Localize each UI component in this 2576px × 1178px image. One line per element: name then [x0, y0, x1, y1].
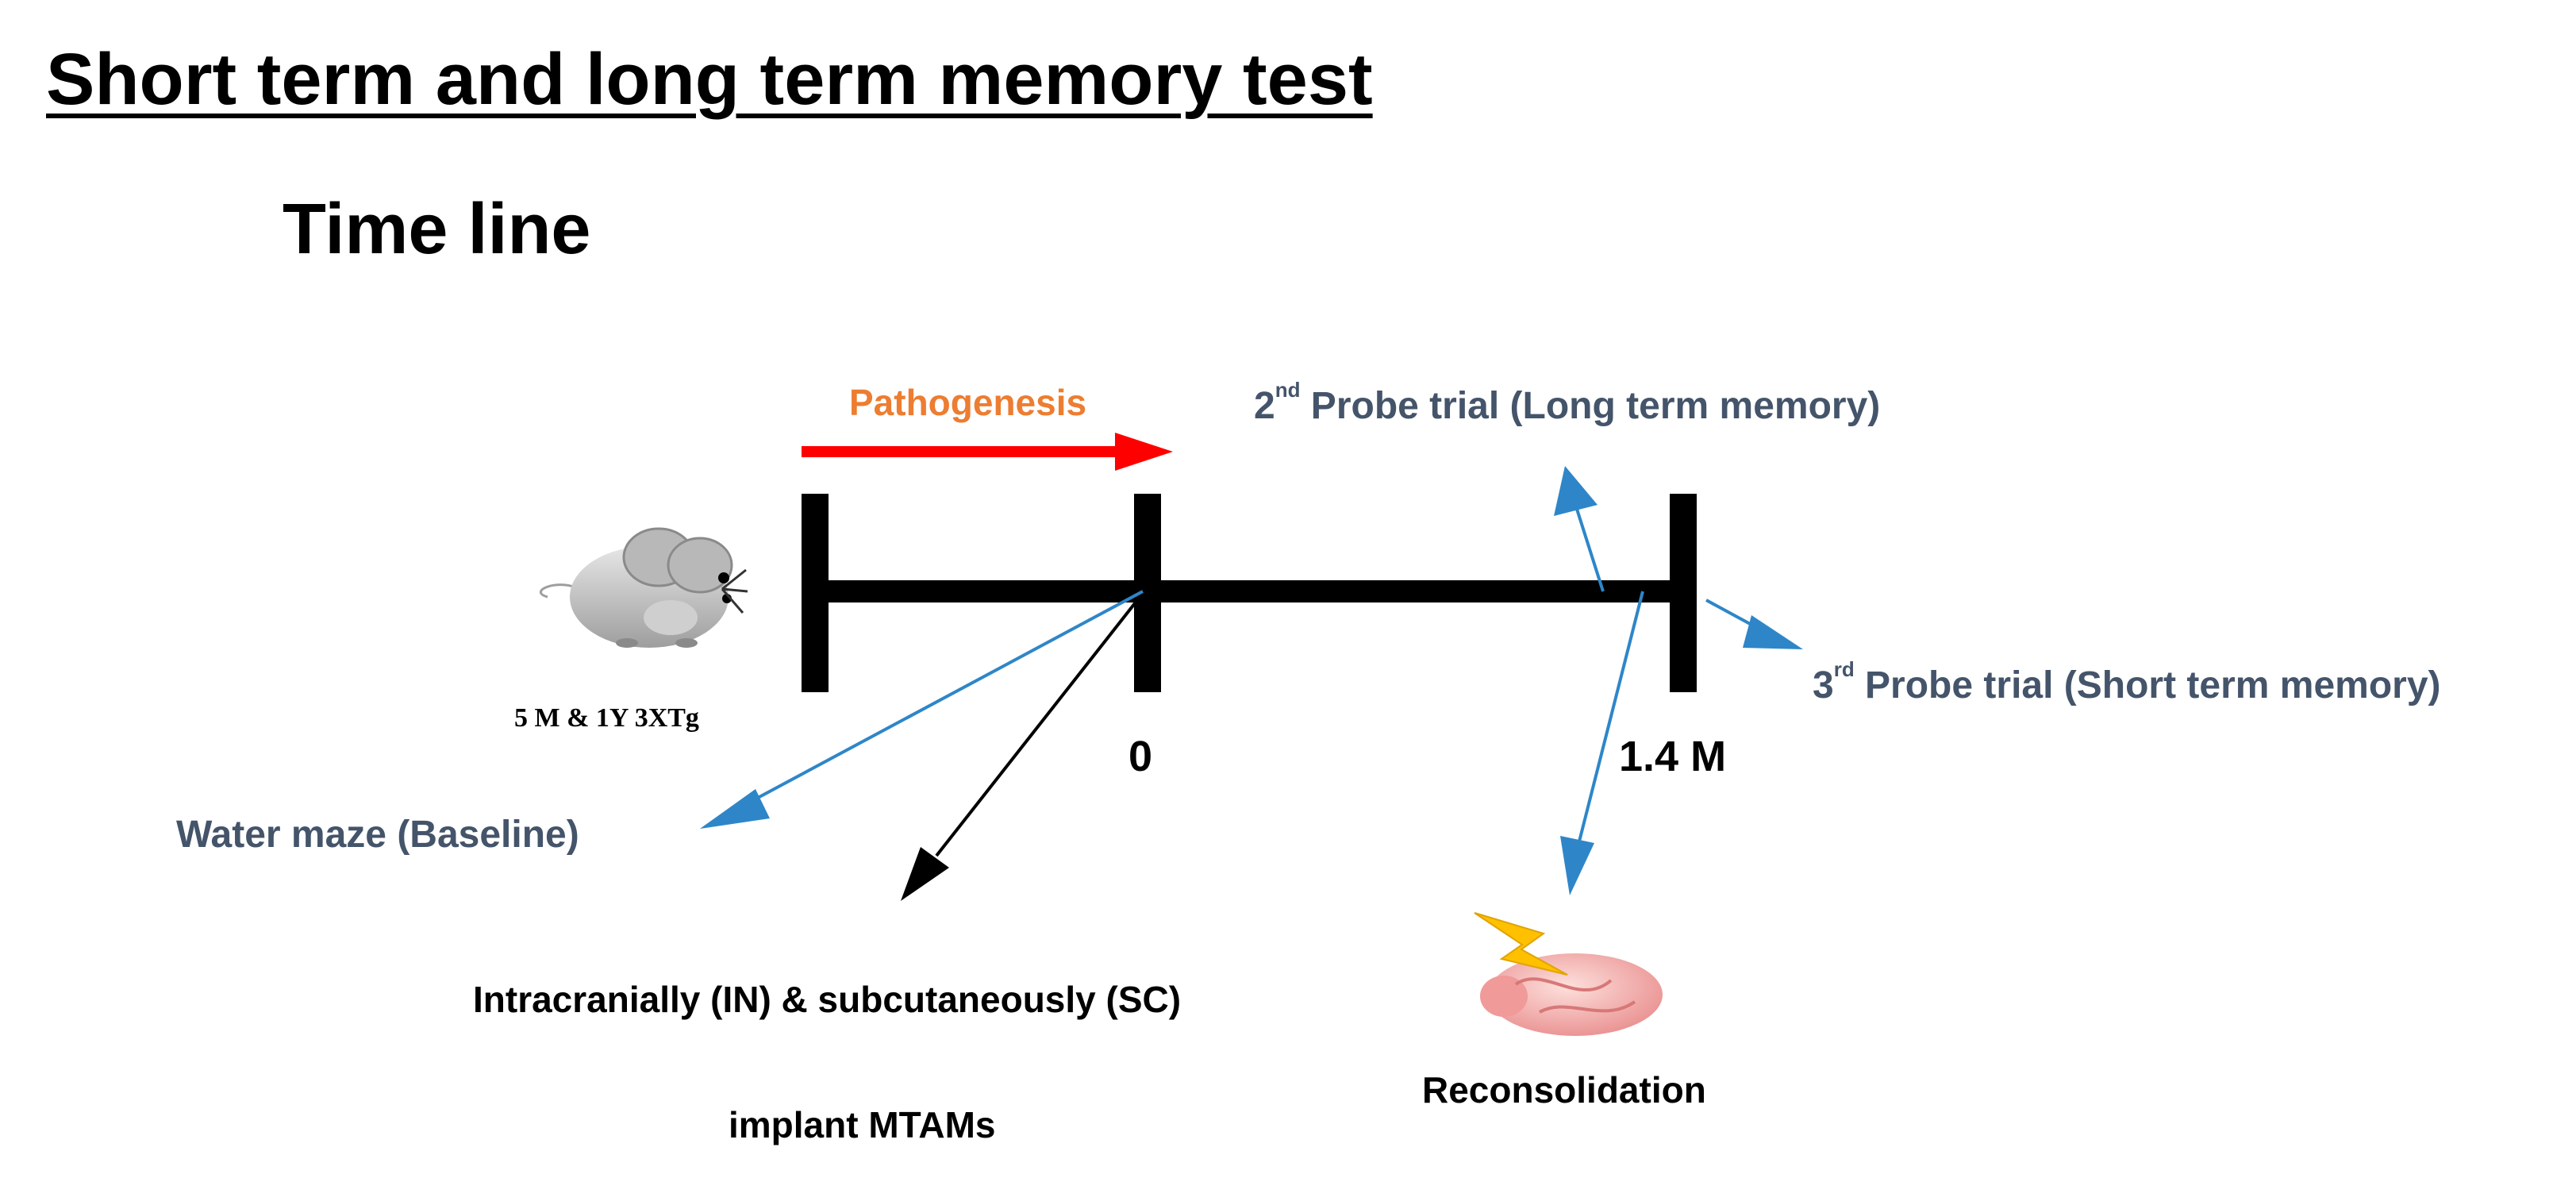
water-maze-label: Water maze (Baseline) — [176, 814, 579, 856]
section-title: Time line — [283, 190, 591, 269]
probe3-text: Probe trial (Short term memory) — [1854, 664, 2441, 706]
water-maze-arrow — [745, 590, 1144, 806]
mouse-icon — [540, 527, 748, 648]
injection-arrowhead — [901, 847, 949, 901]
page-title: Short term and long term memory test — [46, 39, 1373, 120]
tick-label-end: 1.4 M — [1619, 733, 1727, 780]
pathogenesis-arrowhead — [1115, 433, 1173, 471]
probe2-arrow — [1574, 503, 1605, 592]
tick-label-zero: 0 — [1128, 733, 1153, 780]
injection-label: Intracranially (IN) & subcutaneously (SC… — [473, 979, 1182, 1020]
reconsolidation-arrow — [1578, 591, 1644, 842]
reconsolidation-label: Reconsolidation — [1422, 1069, 1706, 1111]
probe3-arrowhead — [1743, 615, 1803, 649]
lightning-icon — [1474, 912, 1568, 976]
probe2-ordinal: 2 — [1254, 385, 1275, 427]
probe3-suffix: rd — [1833, 657, 1855, 681]
probe3-label: 3rd Probe trial (Short term memory) — [1813, 657, 2441, 707]
probe2-suffix: nd — [1275, 378, 1301, 402]
water-maze-arrowhead — [700, 789, 770, 829]
mouse-caption: 5 M & 1Y 3XTg — [514, 703, 699, 733]
probe2-arrowhead — [1554, 466, 1598, 516]
probe2-text: Probe trial (Long term memory) — [1300, 385, 1881, 427]
brain-icon — [1480, 953, 1663, 1036]
injection-arrow — [935, 602, 1136, 857]
probe2-label: 2nd Probe trial (Long term memory) — [1254, 378, 1881, 428]
pathogenesis-label: Pathogenesis — [849, 382, 1087, 423]
reconsolidation-arrowhead — [1560, 836, 1594, 895]
probe3-ordinal: 3 — [1813, 664, 1834, 706]
implant-label: implant MTAMs — [729, 1104, 996, 1145]
